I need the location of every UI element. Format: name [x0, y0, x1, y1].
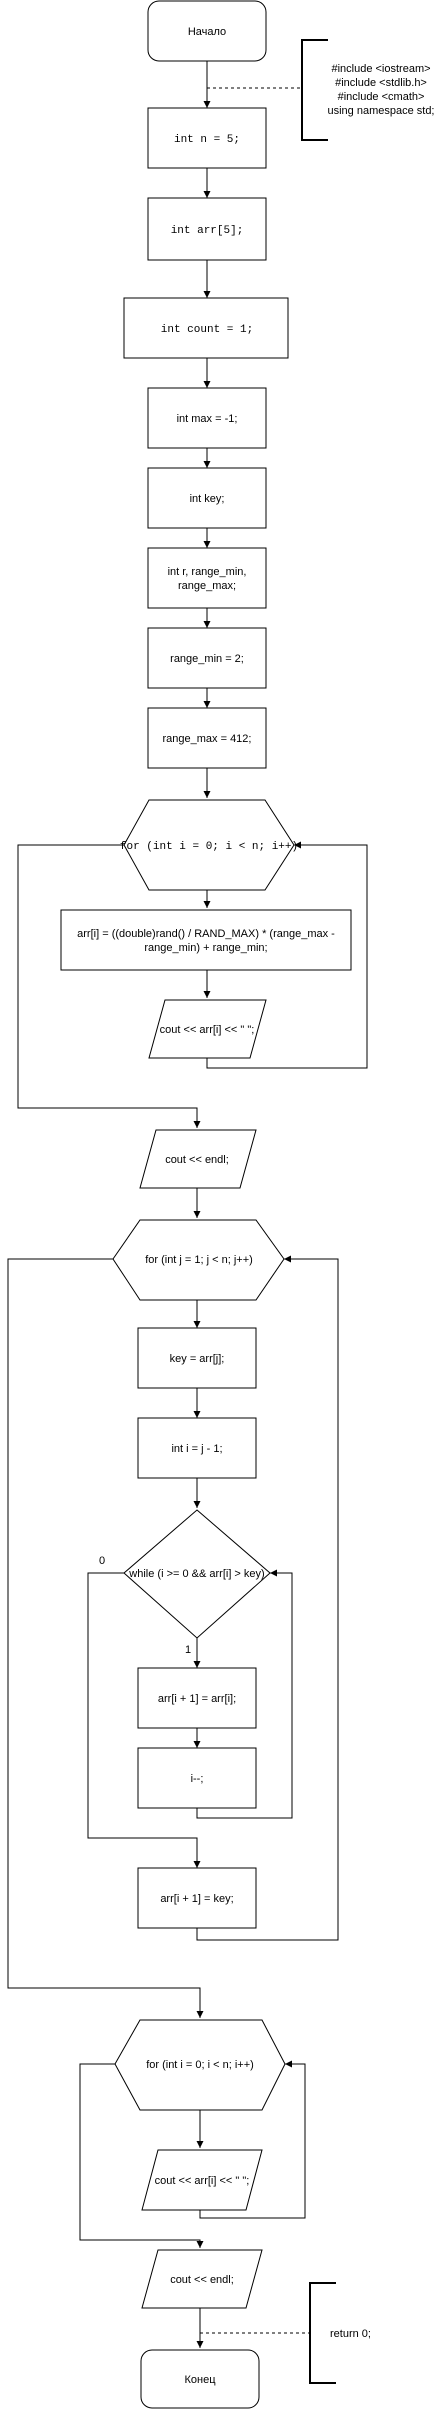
output-arr1-label: cout << arr[i] << " ";: [160, 1024, 255, 1036]
output-arr2-label: cout << arr[i] << " ";: [155, 2175, 250, 2187]
process-key-decl-label: int key;: [190, 493, 225, 505]
process-range-decl-line-1: int r, range_min,: [168, 566, 247, 578]
output-endl2-label: cout << endl;: [170, 2274, 234, 2286]
include-line-1: #include <iostream>: [331, 63, 430, 75]
process-decrement: [137, 1747, 257, 1809]
output-arr2: [141, 2149, 263, 2211]
output-endl1-label: cout << endl;: [165, 1154, 229, 1166]
edge-cond-exit: [87, 1572, 201, 1868]
edge-insert-back-loop2: [196, 1255, 339, 1941]
loop2-label: for (int j = 1; j < n; j++): [145, 1254, 253, 1266]
condition-false-label: 0: [99, 1555, 105, 1567]
process-range-min: [147, 627, 267, 689]
include-line-3: #include <cmath>: [338, 91, 425, 103]
process-insert: [137, 1867, 257, 1929]
process-arr-label: int arr[5];: [171, 225, 244, 237]
process-key-decl: [147, 467, 267, 529]
return-comment: return 0;: [330, 2328, 371, 2340]
output-arr1: [148, 999, 267, 1059]
edge-dec-back-cond: [196, 1569, 293, 1819]
process-n: [147, 107, 267, 169]
process-fill-line-2: range_min) + range_min;: [144, 942, 267, 954]
process-decrement-label: i--;: [191, 1773, 204, 1785]
include-line-2: #include <stdlib.h>: [335, 77, 427, 89]
output-endl1: [139, 1129, 257, 1189]
loop3-hexagon: [114, 2019, 286, 2111]
process-count: [123, 297, 289, 359]
edge-loop3-exit: [79, 2063, 204, 2248]
end-terminal: [140, 2349, 260, 2409]
process-arr: [147, 197, 267, 261]
process-i-assign: [137, 1417, 257, 1479]
process-fill-line-1: arr[i] = ((double)rand() / RAND_MAX) * (…: [77, 928, 335, 940]
output-endl2: [141, 2249, 263, 2309]
comment-bracket-includes: [301, 39, 328, 141]
process-range-min-label: range_min = 2;: [170, 653, 244, 665]
process-i-assign-label: int i = j - 1;: [171, 1443, 222, 1455]
process-key-assign: [137, 1327, 257, 1389]
while-condition-label: while (i >= 0 && arr[i] > key): [128, 1568, 264, 1580]
process-shift: [137, 1667, 257, 1729]
edge-loop1-exit: [17, 844, 201, 1128]
process-max-label: int max = -1;: [177, 413, 238, 425]
process-max: [147, 387, 267, 449]
process-shift-label: arr[i + 1] = arr[i];: [158, 1693, 236, 1705]
edge-out2-back-loop3: [199, 2060, 306, 2219]
loop1-label: for (int i = 0; i < n; i++): [120, 841, 298, 853]
process-range-max-label: range_max = 412;: [163, 733, 252, 745]
loop3-label: for (int i = 0; i < n; i++): [146, 2059, 254, 2071]
condition-true-label: 1: [185, 1644, 191, 1656]
connectors: [7, 61, 368, 2348]
process-key-assign-label: key = arr[j];: [170, 1353, 225, 1365]
process-range-decl-line-2: range_max;: [178, 580, 236, 592]
loop2-hexagon: [112, 1219, 285, 1301]
start-label: Начало: [188, 26, 226, 38]
loop1-hexagon: [123, 799, 295, 891]
end-label: Конец: [184, 2374, 216, 2386]
start-terminal: [147, 0, 267, 62]
process-n-label: int n = 5;: [174, 134, 240, 146]
while-condition-diamond: [123, 1509, 271, 1639]
process-range-decl: [147, 547, 267, 609]
process-range-max: [147, 707, 267, 769]
edge-out1-back-loop1: [206, 841, 368, 1069]
comment-bracket-return: [309, 2282, 336, 2384]
process-count-label: int count = 1;: [161, 324, 253, 336]
include-line-4: using namespace std;: [327, 105, 434, 117]
process-fill: [60, 909, 352, 971]
edge-loop2-exit: [7, 1258, 204, 2018]
process-insert-label: arr[i + 1] = key;: [160, 1893, 233, 1905]
